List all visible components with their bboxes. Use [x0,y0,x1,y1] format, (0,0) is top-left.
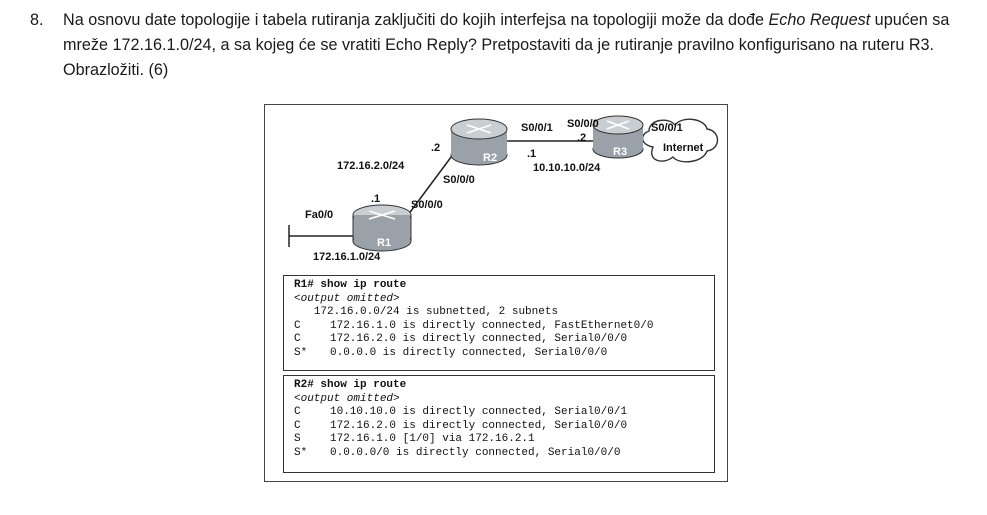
echo-request-term: Echo Request [768,11,871,29]
label-r3-s000: S0/0/0 [567,118,599,130]
label-r2-dot1: .1 [527,148,536,160]
r1-command: show ip route [313,279,407,291]
label-r3-dot: .2 [577,132,586,144]
r2-prompt: R2# [294,379,314,391]
r2-command: show ip route [313,379,407,391]
label-link23-net: 10.10.10.0/24 [533,162,601,174]
table-row: S*0.0.0.0 is directly connected, Serial0… [294,346,608,359]
router-r2: R2 [450,118,508,166]
r1-summary: 172.16.0.0/24 is subnetted, 2 subnets [313,306,559,319]
label-r1-fa: Fa0/0 [305,209,333,221]
r1-omitted: <output omitted> [294,292,400,305]
label-r2-dot: .2 [431,142,440,154]
router-r1: R1 [352,204,412,252]
label-r3-s001: S0/0/1 [651,122,683,134]
router-label-r3: R3 [613,146,627,158]
question-text: Na osnovu date topologije i tabela rutir… [63,11,950,79]
figure: R1 R2 R3 Fa0/0 172.16.1.0/24 .1 S0/0/0 1… [264,104,728,482]
table-row: S*0.0.0.0/0 is directly connected, Seria… [294,446,621,459]
topology-diagram: R1 R2 R3 Fa0/0 172.16.1.0/24 .1 S0/0/0 1… [288,115,719,263]
question-number: 8. [30,11,44,29]
internet-cloud [642,118,719,163]
label-r1-dot: .1 [371,193,380,205]
question: 8. Na osnovu date topologije i tabela ru… [30,8,975,83]
router-r3: R3 [592,115,644,159]
router-label-r2: R2 [483,152,497,164]
label-internet: Internet [663,142,704,154]
label-r2-s000: S0/0/0 [443,174,475,186]
r1-prompt: R1# [294,279,314,291]
label-r2-s001: S0/0/1 [521,122,553,134]
r1-routing-table: R1# show ip route <output omitted> 172.1… [283,275,715,371]
router-label-r1: R1 [377,237,391,249]
label-r1-lan: 172.16.1.0/24 [313,251,381,263]
label-link12-net: 172.16.2.0/24 [337,160,405,172]
r2-omitted: <output omitted> [294,392,400,405]
label-r1-serial: S0/0/0 [411,199,443,211]
